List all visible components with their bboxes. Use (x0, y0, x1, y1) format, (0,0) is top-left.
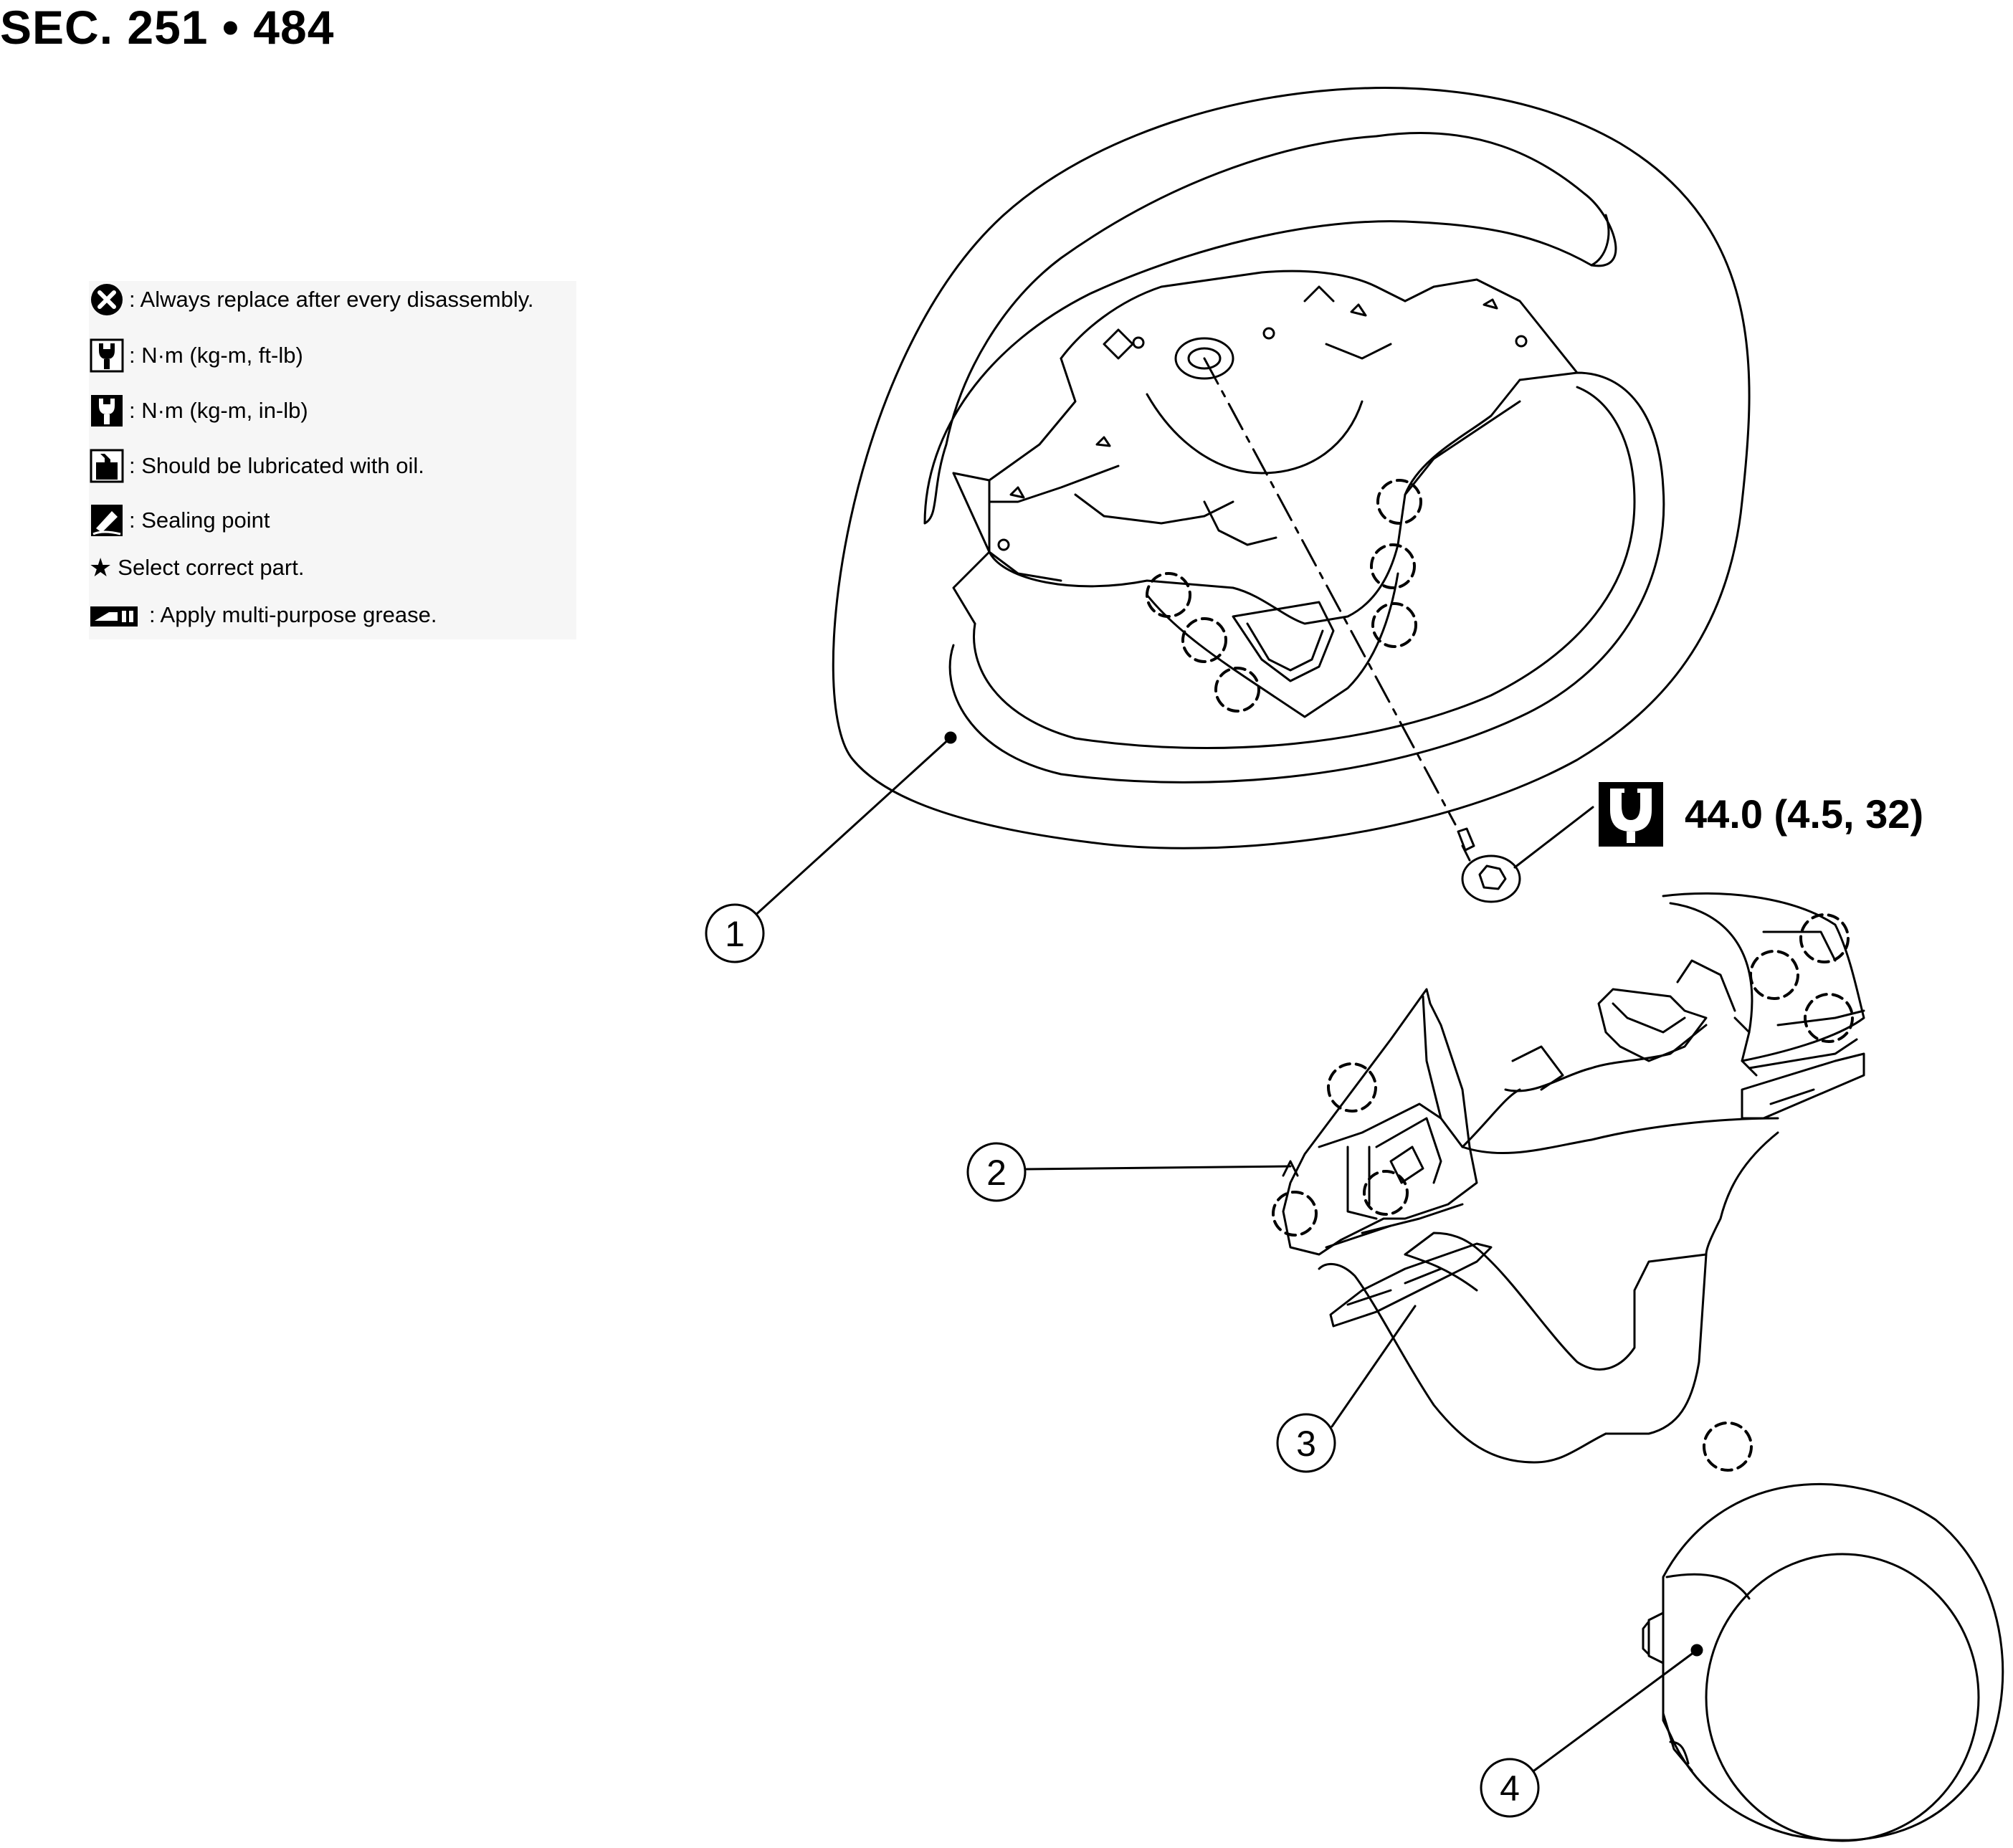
torque-wrench-ftlb-icon (90, 338, 124, 373)
sealing-point-icon (91, 505, 123, 536)
legend-text: : N·m (kg-m, in-lb) (129, 398, 308, 423)
assembly-axis-line (1203, 357, 1457, 826)
legend-item-sealing: : Sealing point (89, 502, 270, 539)
spoke-finisher (1272, 892, 1865, 1472)
torque-wrench-inlb-icon (91, 395, 123, 427)
callout-2-label: 2 (986, 1153, 1006, 1193)
callout-3: 3 (1276, 1413, 1336, 1473)
section-title: SEC. 251 • 484 (0, 1, 335, 54)
star-icon: ★ (89, 553, 113, 582)
legend-item-torque-ftlb: : N·m (kg-m, ft-lb) (89, 337, 303, 374)
steering-wheel (832, 87, 1751, 849)
torque-value-label: 44.0 (4.5, 32) (1685, 791, 1923, 837)
legend-text: : N·m (kg-m, ft-lb) (129, 343, 303, 368)
callout-3-label: 3 (1296, 1424, 1316, 1464)
oil-can-icon (90, 449, 124, 483)
legend-text: : Sealing point (129, 508, 270, 533)
clip-markers-wheel (1146, 479, 1422, 713)
legend-item-grease: : Apply multi-purpose grease. (89, 596, 437, 634)
air-bag-module (1642, 1482, 2004, 1842)
grease-icon (90, 606, 138, 627)
clip-markers-finisher (1272, 913, 1854, 1472)
torque-leader-line (1513, 806, 1594, 869)
callout-4-label: 4 (1500, 1768, 1520, 1809)
legend-panel: : Always replace after every disassembly… (89, 281, 576, 639)
callout-1: 1 (705, 903, 765, 963)
callout-2: 2 (966, 1142, 1027, 1202)
replace-x-icon (91, 284, 123, 315)
torque-wrench-ftlb-icon (1599, 782, 1663, 847)
callout-1-label: 1 (725, 914, 745, 954)
callout-leaders (751, 731, 1703, 1772)
callout-4: 4 (1480, 1758, 1540, 1818)
legend-item-oil: : Should be lubricated with oil. (89, 447, 424, 485)
legend-item-select-part: ★ Select correct part. (89, 549, 304, 586)
legend-text: : Always replace after every disassembly… (129, 287, 534, 312)
legend-item-replace: : Always replace after every disassembly… (89, 281, 534, 318)
legend-item-torque-inlb: : N·m (kg-m, in-lb) (89, 392, 308, 429)
legend-text: : Apply multi-purpose grease. (149, 602, 437, 627)
steering-bolt (1457, 827, 1521, 903)
legend-text: : Should be lubricated with oil. (129, 453, 424, 478)
legend-text: Select correct part. (118, 555, 305, 580)
